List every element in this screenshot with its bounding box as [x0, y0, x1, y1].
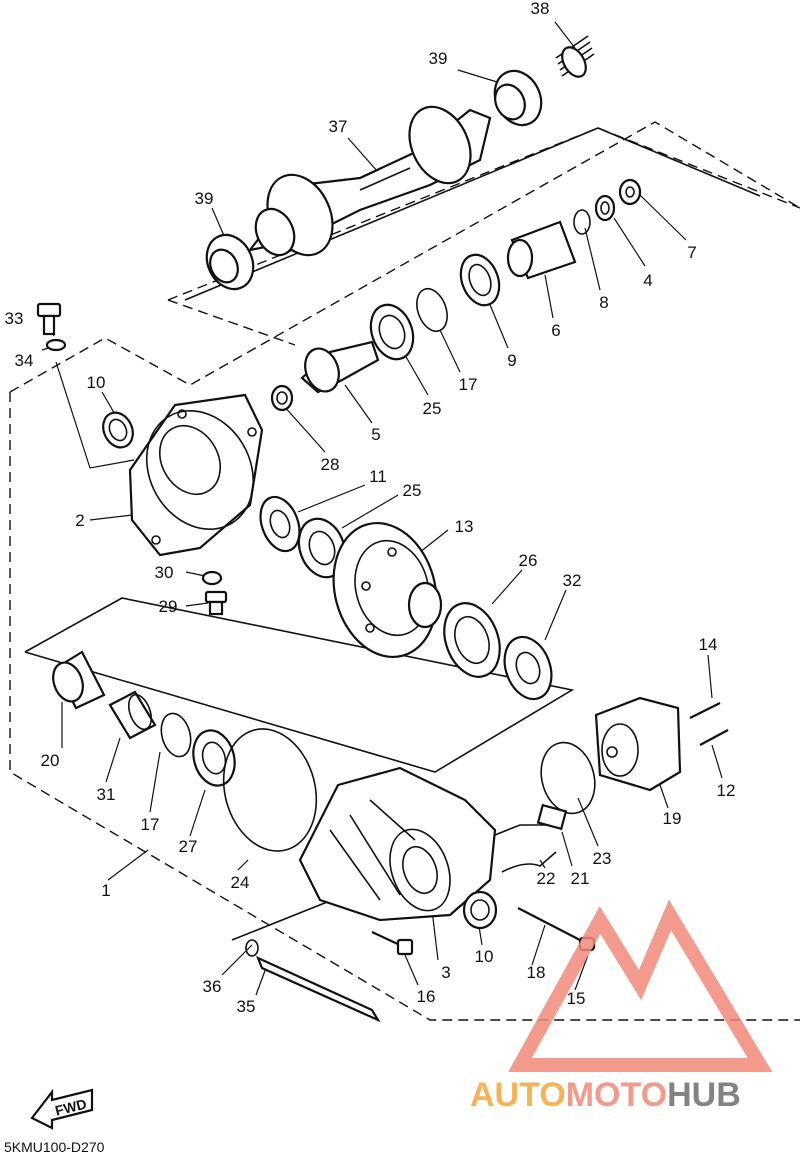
callout-36: 36 [203, 977, 222, 996]
o-ring-23 [540, 741, 596, 815]
bolt-29 [204, 590, 228, 616]
callout-35: 35 [237, 997, 256, 1016]
diagram-code: 5KMU100-D270 [4, 1139, 105, 1155]
callout-23: 23 [593, 849, 612, 868]
bearing-39-upper [493, 69, 543, 127]
bushing-28 [270, 384, 294, 412]
hose-22 [501, 851, 557, 873]
collar-20 [52, 650, 106, 710]
bolt-33 [36, 302, 62, 336]
drive-shaft-37 [247, 105, 492, 257]
callout-3: 3 [441, 963, 450, 982]
watermark-auto: AUTO [470, 1076, 566, 1114]
spring-38 [555, 35, 595, 78]
washer-4 [594, 194, 616, 222]
callout-7: 7 [687, 243, 696, 262]
callout-18: 18 [527, 963, 546, 982]
shim-11 [259, 495, 301, 553]
callout-28: 28 [321, 455, 340, 474]
callout-39: 39 [195, 189, 214, 208]
callout-20: 20 [41, 751, 60, 770]
circlip-8 [573, 209, 591, 235]
leader-lines [41, 21, 723, 996]
callout-numbers: 38 39 37 39 7 4 8 6 9 17 25 5 28 33 34 1… [5, 0, 736, 1016]
callout-30: 30 [155, 563, 174, 582]
callout-32: 32 [563, 571, 582, 590]
callout-25: 25 [403, 481, 422, 500]
callout-6: 6 [551, 321, 560, 340]
callout-24: 24 [231, 873, 250, 892]
oil-seal-27 [192, 729, 236, 787]
callout-10: 10 [475, 947, 494, 966]
callout-33: 33 [5, 309, 24, 328]
callout-1: 1 [101, 881, 110, 900]
o-ring-24 [222, 728, 318, 852]
bolt-14 [689, 702, 721, 719]
pinion-gear-5 [300, 340, 380, 394]
callout-15: 15 [567, 989, 586, 1008]
callout-37: 37 [329, 117, 348, 136]
nut-7 [618, 178, 642, 206]
callout-5: 5 [371, 425, 380, 444]
fwd-arrow-icon: FWD [30, 1088, 94, 1130]
washer-34 [45, 338, 67, 352]
gear-case-cover-2 [128, 393, 264, 557]
pin-18 [517, 907, 581, 941]
clip-36 [245, 939, 259, 957]
cover-19 [594, 696, 682, 792]
shaft-35 [255, 955, 381, 1023]
ring-gear-13 [332, 521, 443, 659]
callout-13: 13 [455, 517, 474, 536]
washer-30 [201, 570, 223, 586]
callout-27: 27 [179, 837, 198, 856]
callout-39: 39 [429, 49, 448, 68]
callout-16: 16 [417, 987, 436, 1006]
watermark-moto: MOTO [566, 1076, 667, 1114]
callout-9: 9 [507, 351, 516, 370]
fwd-label: FWD [53, 1096, 88, 1119]
coupling-6 [506, 220, 577, 280]
callout-34: 34 [15, 351, 34, 370]
callout-14: 14 [699, 635, 718, 654]
callout-25: 25 [423, 399, 442, 418]
callout-8: 8 [599, 293, 608, 312]
callout-10: 10 [87, 373, 106, 392]
callout-19: 19 [663, 809, 682, 828]
callout-4: 4 [643, 271, 652, 290]
block-21 [536, 803, 568, 831]
callout-21: 21 [571, 869, 590, 888]
needle-bearing-31 [108, 690, 157, 740]
callout-22: 22 [537, 869, 556, 888]
watermark-logo-icon [508, 899, 773, 1072]
shim-32 [503, 635, 553, 701]
bearing-25-lower [297, 517, 347, 579]
callout-29: 29 [159, 597, 178, 616]
callout-38: 38 [531, 0, 550, 18]
bolt-16 [371, 931, 414, 956]
oil-seal-9 [459, 253, 501, 307]
automotohub-watermark: AUTOMOTOHUB [470, 899, 773, 1114]
bearing-39-lower [205, 233, 255, 291]
callout-31: 31 [97, 785, 116, 804]
seal-10-upper [102, 411, 134, 449]
callout-11: 11 [369, 467, 387, 486]
callout-2: 2 [75, 511, 84, 530]
bearing-26 [443, 602, 501, 678]
callout-17: 17 [459, 375, 478, 394]
callout-12: 12 [717, 781, 736, 800]
svg-text:AUTOMOTOHUB: AUTOMOTOHUB [470, 1076, 741, 1114]
bearing-25-upper [369, 303, 415, 361]
callout-17: 17 [141, 815, 160, 834]
circlip-17-upper [416, 287, 448, 333]
watermark-hub: HUB [667, 1076, 741, 1114]
gear-case-3 [298, 766, 497, 922]
callout-26: 26 [519, 551, 538, 570]
seal-10-lower [462, 890, 498, 930]
bolt-12 [699, 729, 729, 746]
circlip-17-lower [160, 712, 192, 758]
